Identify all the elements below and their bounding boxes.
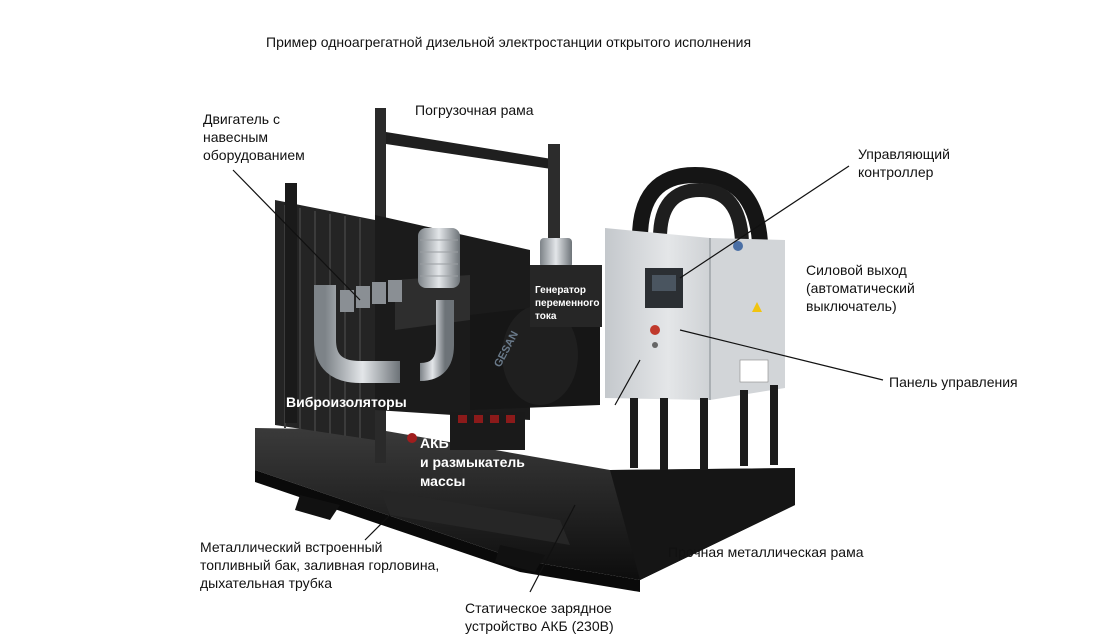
label-battery: АКБ и размыкатель массы [420, 435, 525, 489]
label-lifting-frame: Погрузочная рама [415, 102, 534, 118]
label-base-frame: Прочная металлическая рама [668, 544, 864, 560]
page-title: Пример одноагрегатной дизельной электрос… [266, 34, 752, 50]
leader-lines [232, 165, 884, 593]
power-cables [632, 166, 768, 243]
label-vibration-isolators: Виброизоляторы [286, 394, 407, 410]
label-fuel-tank: Металлический встроенный топливный бак, … [200, 539, 440, 591]
label-control-panel: Панель управления [889, 374, 1018, 390]
label-generator: Генератор переменного тока [535, 285, 600, 322]
emergency-stop-button [650, 325, 660, 335]
control-cabinet [605, 228, 710, 400]
label-controller: Управляющий контроллер [858, 146, 950, 180]
label-charger: Статическое зарядное устройство АКБ (230… [465, 600, 614, 634]
label-power-output: Силовой выход (автоматический выключател… [806, 262, 915, 314]
label-engine: Двигатель с навесным оборудованием [203, 111, 305, 163]
exhaust-pipe [314, 285, 400, 383]
